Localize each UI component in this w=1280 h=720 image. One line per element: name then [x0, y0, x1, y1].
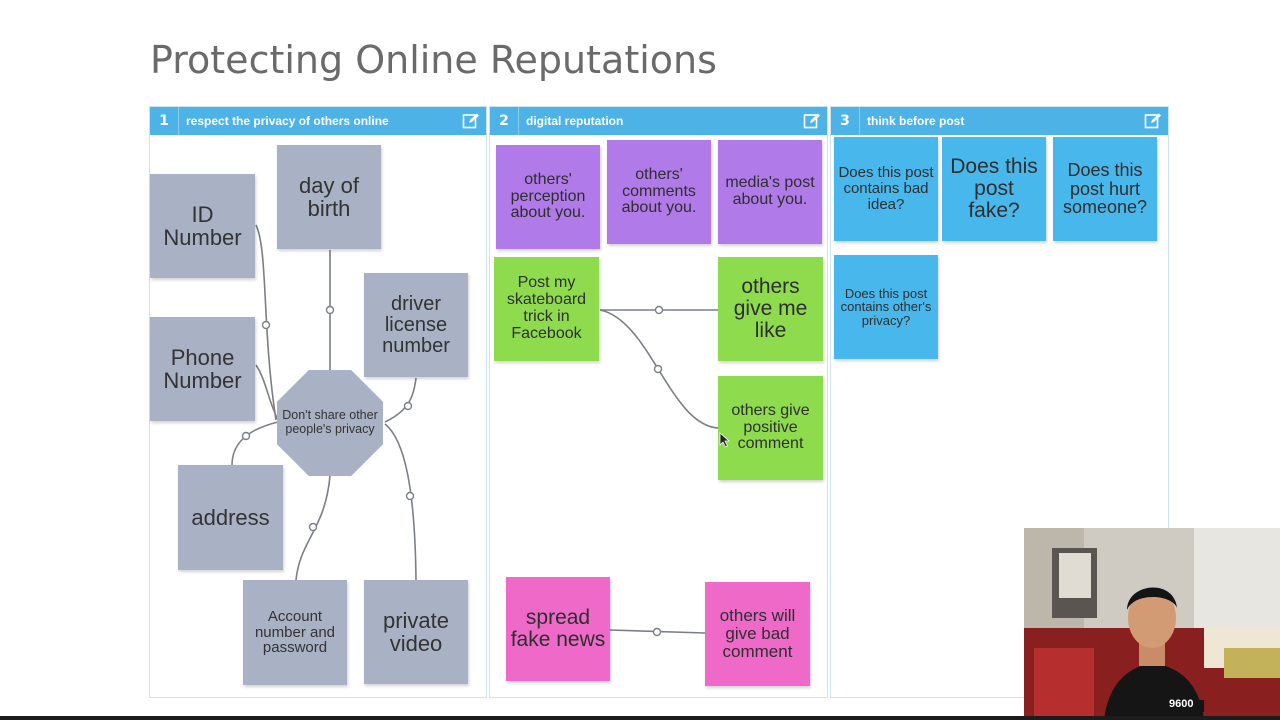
- shirt-text: 9600: [1169, 698, 1193, 710]
- note-phone-number[interactable]: Phone Number: [150, 317, 255, 421]
- column-1-title[interactable]: respect the privacy of others online: [186, 107, 389, 135]
- note-bad-comment[interactable]: others will give bad comment: [705, 582, 810, 686]
- column-3-number: 3: [831, 107, 860, 135]
- column-2-header: 2 digital reputation: [490, 107, 827, 135]
- column-3-title[interactable]: think before post: [867, 107, 964, 135]
- note-day-of-birth[interactable]: day of birth: [277, 145, 381, 249]
- column-1-number: 1: [150, 107, 179, 135]
- note-media-post[interactable]: media's post about you.: [718, 140, 822, 244]
- edit-icon[interactable]: [462, 112, 480, 130]
- note-account-number[interactable]: Account number and password: [243, 580, 347, 685]
- note-positive-comment[interactable]: others give positive comment: [718, 376, 823, 480]
- note-hurt-someone[interactable]: Does this post hurt someone?: [1053, 137, 1157, 241]
- note-bad-idea[interactable]: Does this post contains bad idea?: [834, 137, 938, 241]
- note-address[interactable]: address: [178, 465, 283, 570]
- presenter-image: [1024, 528, 1280, 720]
- bottom-border: [0, 716, 1280, 720]
- column-3-header: 3 think before post: [831, 107, 1168, 135]
- edit-icon[interactable]: [803, 112, 821, 130]
- column-1-header: 1 respect the privacy of others online: [150, 107, 486, 135]
- note-post-fake[interactable]: Does this post fake?: [942, 137, 1046, 241]
- note-private-video[interactable]: private video: [364, 580, 468, 684]
- note-others-comments[interactable]: others' comments about you.: [607, 140, 711, 244]
- edit-icon[interactable]: [1144, 112, 1162, 130]
- note-spread-fake-news[interactable]: spread fake news: [506, 577, 610, 681]
- note-others-privacy[interactable]: Does this post contains other's privacy?: [834, 255, 938, 359]
- note-others-like[interactable]: others give me like: [718, 257, 823, 361]
- note-driver-license[interactable]: driver license number: [364, 273, 468, 377]
- webcam-video-overlay: 9600: [1024, 528, 1280, 720]
- note-id-number[interactable]: ID Number: [150, 174, 255, 278]
- note-post-skateboard[interactable]: Post my skateboard trick in Facebook: [494, 257, 599, 361]
- column-2-number: 2: [490, 107, 519, 135]
- mouse-cursor-icon: [719, 432, 731, 448]
- slide-title: Protecting Online Reputations: [150, 38, 717, 82]
- note-others-perception[interactable]: others' perception about you.: [496, 145, 600, 249]
- column-2-title[interactable]: digital reputation: [526, 107, 623, 135]
